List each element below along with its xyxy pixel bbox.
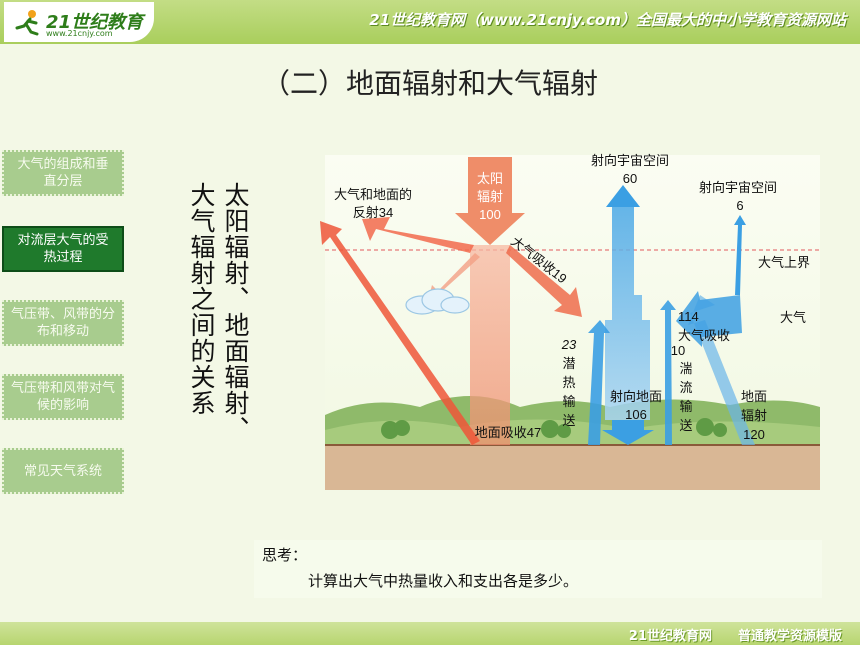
turb-char-4: 送 [679, 418, 692, 433]
runner-icon [15, 10, 39, 36]
atmosphere-label: 大气 [780, 310, 806, 325]
think-question: 计算出大气中热量收入和支出各是多少。 [308, 572, 579, 590]
site-logo[interactable]: 21世纪教育 www.21cnjy.com [4, 2, 154, 42]
sidebar-item-troposphere-heating[interactable]: 对流层大气的受热过程 [2, 226, 124, 272]
sidebar-item-label: 气压带和风带对气候的影响 [10, 381, 115, 413]
latent-char-1: 潜 [562, 356, 575, 371]
ground-absorb-label: 地面吸收47 [475, 425, 541, 440]
sidebar-item-pressure-wind-belts[interactable]: 气压带、风带的分布和移动 [2, 300, 124, 346]
space-60-value: 60 [623, 171, 637, 186]
space-60-arrow [606, 185, 640, 207]
solar-value: 100 [479, 207, 501, 222]
ground-rad-line2: 辐射 [741, 408, 767, 423]
radiation-diagram: 射向宇宙空间 60 射向宇宙空间 6 大气和地面的 反射34 太阳 辐射 100… [320, 153, 820, 490]
logo-url: www.21cnjy.com [46, 29, 113, 38]
sidebar-item-weather-systems[interactable]: 常见天气系统 [2, 448, 124, 494]
reflect-value: 反射34 [353, 205, 393, 220]
atmosphere-outgoing-column [605, 205, 650, 420]
solar-label-line2: 辐射 [477, 189, 503, 204]
space-6-title: 射向宇宙空间 [699, 180, 777, 195]
solar-radiation-arrow [455, 157, 525, 245]
absorb-114-arrow [676, 291, 742, 347]
header-slogan: 21世纪教育网（www.21cnjy.com）全国最大的中小学教育资源网站 [369, 11, 846, 29]
sidebar-item-label: 常见天气系统 [23, 463, 102, 479]
trees [381, 418, 727, 439]
latent-value: 23 [561, 337, 577, 352]
absorb-114-value: 114 [678, 309, 699, 324]
space-6-value: 6 [736, 198, 743, 213]
absorb-114-title: 大气吸收 [678, 328, 730, 343]
atm-top-label: 大气上界 [758, 255, 810, 270]
sidebar-item-label: 大气的组成和垂直分层 [17, 157, 109, 189]
sidebar-item-label: 对流层大气的受热过程 [17, 233, 109, 265]
reflection-arrow-ground [320, 221, 480, 445]
footer-text: 21世纪教育网 普通教学资源模版 [628, 629, 842, 644]
cloud-icon [405, 288, 470, 315]
turb-char-2: 流 [679, 380, 692, 395]
latent-char-3: 输 [562, 394, 575, 409]
sidebar-item-label: 气压带、风带的分布和移动 [10, 307, 115, 339]
latent-heat-arrow [588, 320, 610, 445]
turb-value: 10 [671, 343, 685, 358]
atm-absorb-arrow [506, 245, 582, 317]
ground-rad-value: 120 [743, 427, 765, 442]
ground-surface [325, 445, 820, 490]
back-radiation-arrow [602, 420, 654, 445]
vertical-heading: 太阳辐射、地面辐射、大气辐射之间的关系 [187, 182, 250, 442]
space-6-arrow [734, 215, 746, 295]
turb-char-3: 输 [679, 399, 692, 414]
turbulent-arrow [660, 300, 676, 445]
back-rad-value: 106 [625, 407, 647, 422]
sidebar-item-belts-climate-impact[interactable]: 气压带和风带对气候的影响 [2, 374, 124, 420]
footer-bar: 21世纪教育网 普通教学资源模版 [0, 622, 860, 645]
header-bar: 21世纪教育 www.21cnjy.com 21世纪教育网（www.21cnjy… [0, 0, 860, 44]
page-title: （二）地面辐射和大气辐射 [261, 67, 598, 100]
sidebar-item-atmosphere-composition[interactable]: 大气的组成和垂直分层 [2, 150, 124, 196]
ground-rad-line1: 地面 [741, 389, 767, 404]
think-label: 思考： [262, 546, 308, 564]
think-box: 思考： 计算出大气中热量收入和支出各是多少。 [254, 540, 822, 598]
latent-char-2: 热 [562, 375, 575, 390]
logo-text: 21世纪教育 [46, 12, 144, 33]
solar-beam [470, 245, 510, 445]
solar-label-line1: 太阳 [477, 171, 503, 186]
space-60-title: 射向宇宙空间 [591, 153, 669, 168]
turb-char-1: 湍 [679, 361, 692, 376]
reflection-arrow-atmosphere [362, 217, 474, 253]
latent-char-4: 送 [562, 413, 575, 428]
reflect-title: 大气和地面的 [334, 187, 412, 202]
back-rad-title: 射向地面 [610, 389, 662, 404]
